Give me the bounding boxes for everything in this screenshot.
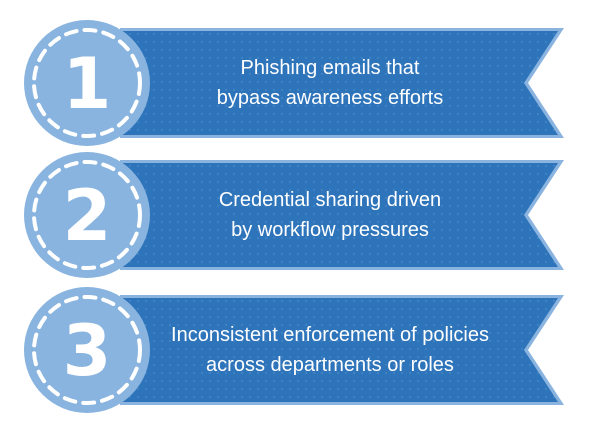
item-text: Phishing emails that bypass awareness ef…	[150, 16, 510, 150]
ribbon-banner-icon: 2	[24, 152, 564, 278]
item-text: Credential sharing driven by workflow pr…	[150, 148, 510, 282]
item-line-2: across departments or roles	[206, 354, 454, 376]
list-item-1: 1 Phishing emails that bypass awareness …	[0, 16, 614, 150]
item-line-1: Credential sharing driven	[218, 189, 442, 211]
item-line-1: Phishing emails that	[240, 57, 420, 79]
ribbon-banner-icon: 1	[24, 20, 564, 146]
number-badge: 1	[63, 43, 112, 125]
number-badge: 2	[63, 175, 112, 257]
item-line-2: bypass awareness efforts	[216, 87, 444, 109]
item-line-1: Inconsistent enforcement of policies	[171, 324, 489, 346]
item-line-2: by workflow pressures	[231, 219, 429, 241]
list-item-3: 3 Inconsistent enforcement of policies a…	[0, 283, 614, 417]
item-text: Inconsistent enforcement of policies acr…	[150, 283, 510, 417]
number-badge: 3	[63, 310, 112, 392]
ribbon-banner-icon: 3	[24, 287, 564, 413]
list-item-2: 2 Credential sharing driven by workflow …	[0, 148, 614, 282]
